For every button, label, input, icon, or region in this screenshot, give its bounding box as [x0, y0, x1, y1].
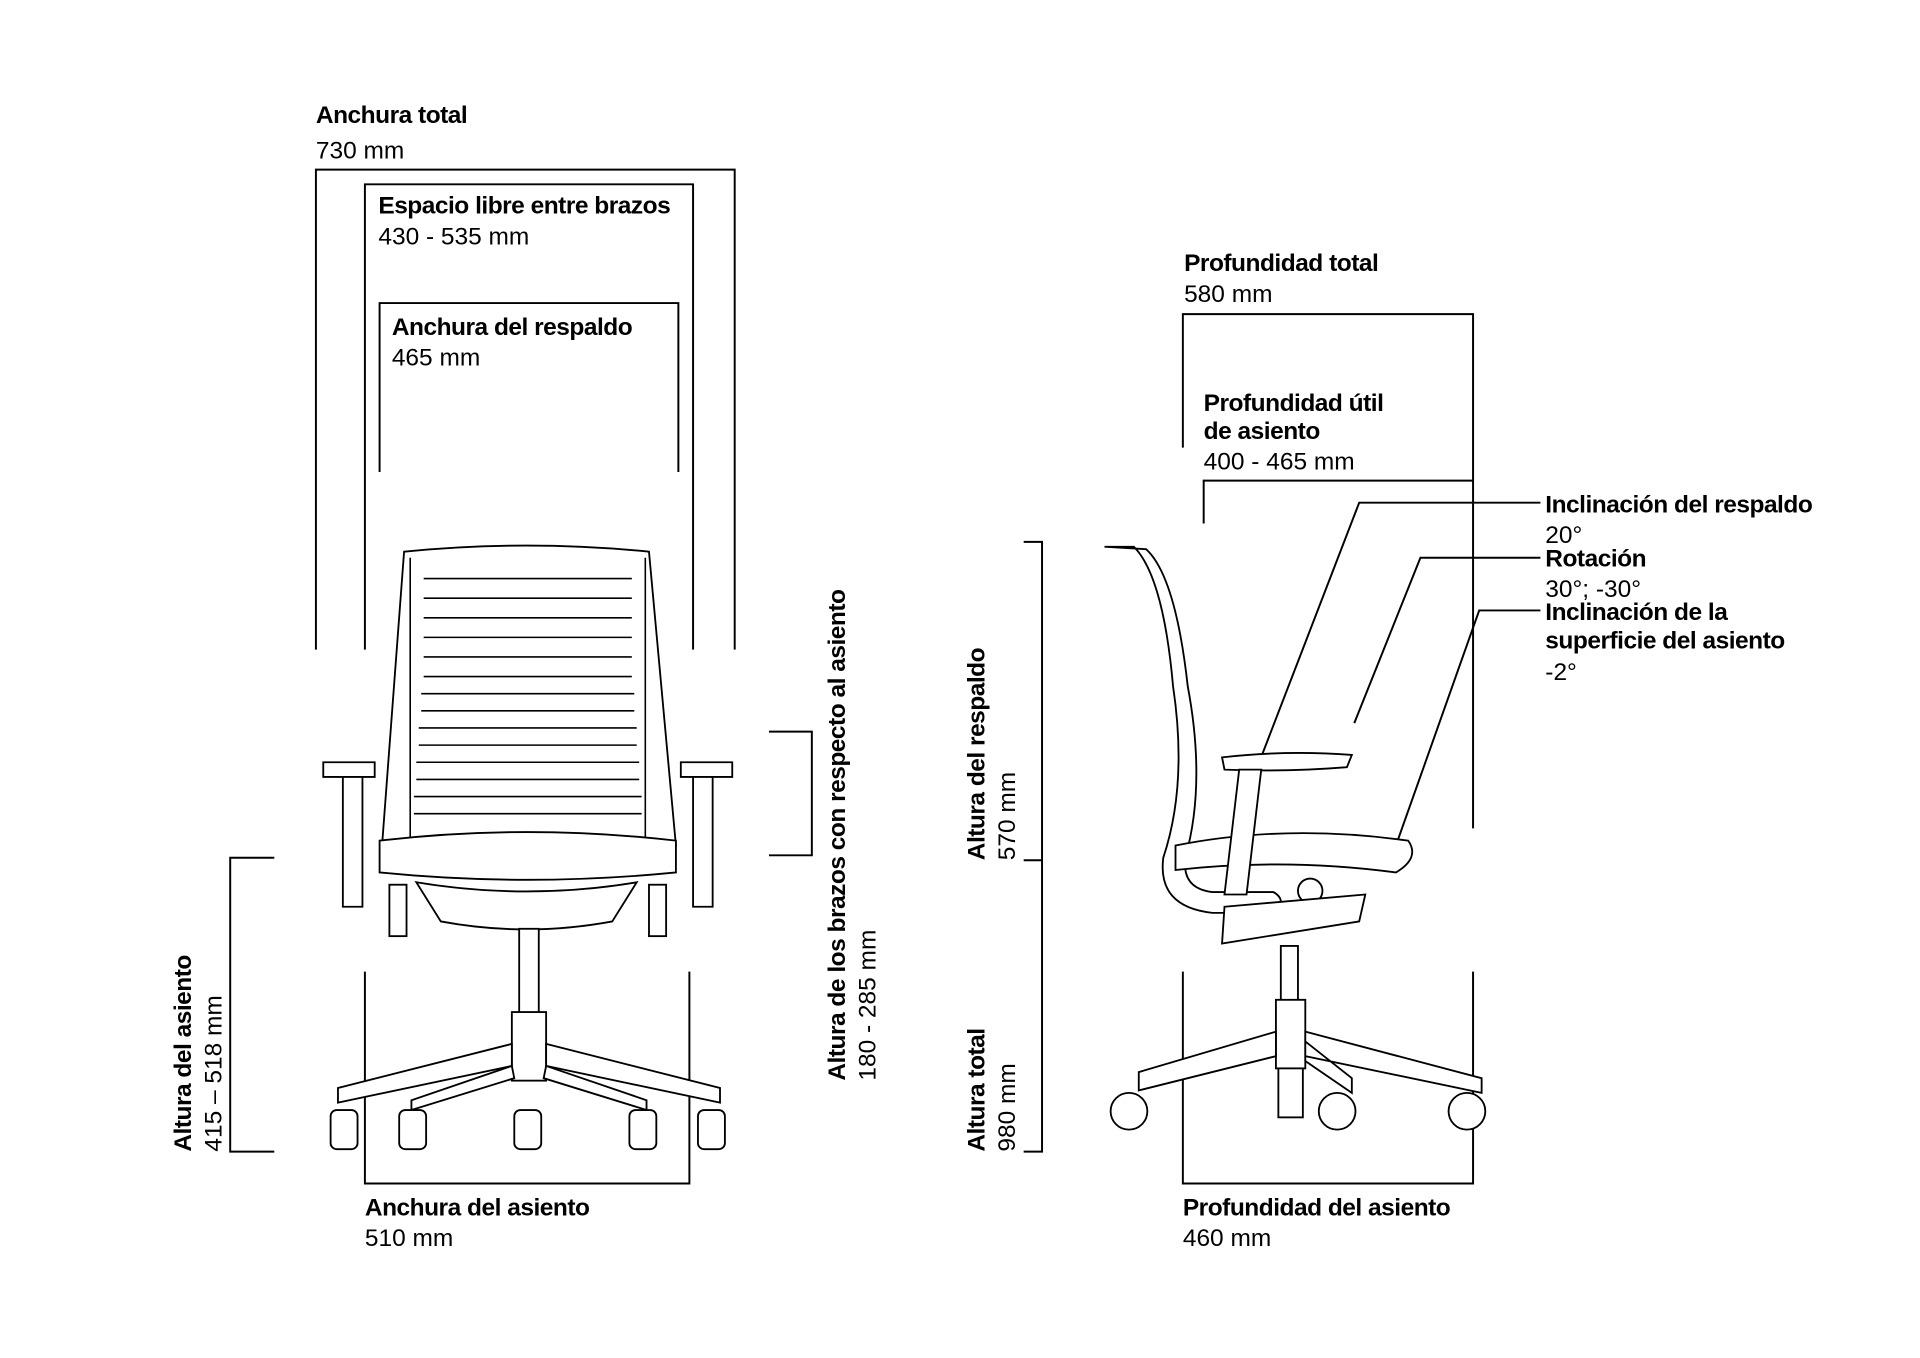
seat-tilt-label-1: Inclinación de la: [1545, 599, 1728, 626]
seat-depth-value: 460 mm: [1183, 1225, 1271, 1252]
front-chair-illustration: [322, 544, 734, 1151]
front-labels: Anchura total 730 mm Espacio libre entre…: [170, 102, 881, 1252]
usable-depth-value: 400 - 465 mm: [1204, 449, 1355, 476]
usable-depth-label-2: de asiento: [1204, 418, 1320, 445]
total-depth-label: Profundidad total: [1184, 250, 1378, 277]
seat-depth-label: Profundidad del asiento: [1183, 1194, 1450, 1221]
total-height-value: 980 mm: [994, 1063, 1021, 1151]
total-width-label: Anchura total: [316, 102, 467, 129]
arm-clearance-label: Espacio libre entre brazos: [378, 193, 670, 220]
back-height-value: 570 mm: [994, 772, 1021, 860]
seat-tilt-label-2: superficie del asiento: [1545, 627, 1784, 654]
seat-height-value: 415 – 518 mm: [201, 995, 228, 1151]
total-height-label: Altura total: [963, 1028, 990, 1151]
seat-width-label: Anchura del asiento: [365, 1194, 590, 1221]
back-width-label: Anchura del respaldo: [392, 314, 632, 341]
seat-tilt-value: -2°: [1545, 659, 1577, 686]
front-dimension-lines: [229, 168, 813, 1185]
total-depth-value: 580 mm: [1184, 281, 1272, 308]
arm-clearance-value: 430 - 535 mm: [378, 223, 529, 250]
back-height-label: Altura del respaldo: [963, 648, 990, 860]
back-width-value: 465 mm: [392, 345, 480, 372]
back-tilt-label: Inclinación del respaldo: [1545, 491, 1812, 518]
seat-height-label: Altura del asiento: [170, 955, 197, 1152]
side-chair-illustration: [1104, 545, 1487, 1131]
back-tilt-value: 20°: [1545, 522, 1582, 549]
usable-depth-label-1: Profundidad útil: [1204, 390, 1384, 417]
arm-height-label: Altura de los brazos con respecto al asi…: [824, 590, 851, 1081]
side-labels: Profundidad total 580 mm Profundidad úti…: [963, 250, 1812, 1252]
rotation-label: Rotación: [1545, 545, 1646, 572]
seat-width-value: 510 mm: [365, 1225, 453, 1252]
arm-height-value: 180 - 285 mm: [855, 930, 882, 1081]
rotation-value: 30°; -30°: [1545, 576, 1641, 603]
total-width-value: 730 mm: [316, 138, 404, 165]
